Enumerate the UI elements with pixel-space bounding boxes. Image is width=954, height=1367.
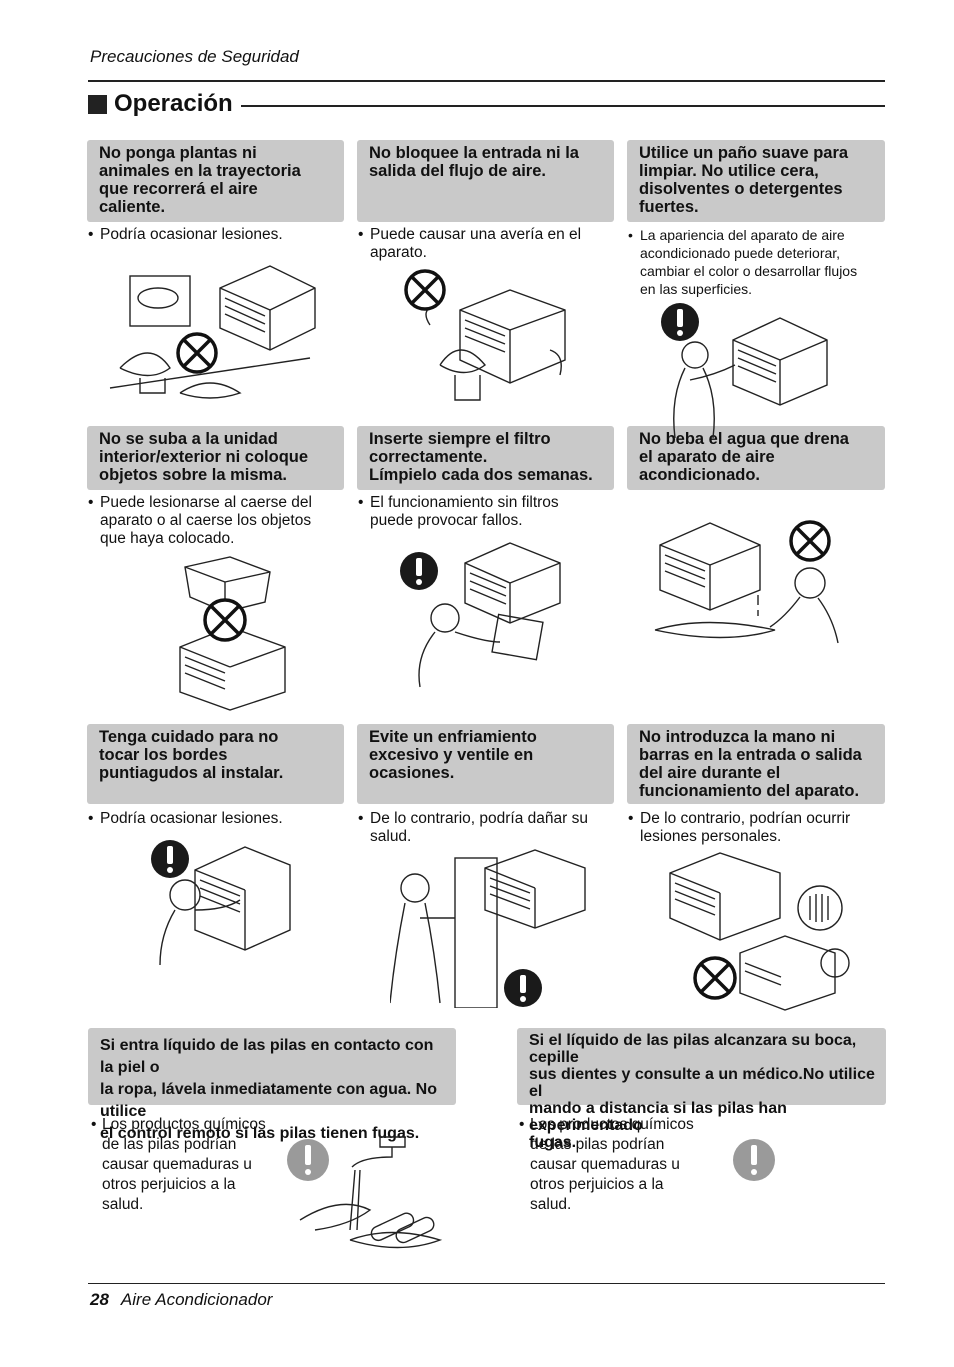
card-3-text: La apariencia del aparato de aireacondic… [628,226,884,298]
caution-icon [287,1139,329,1181]
section-title: Operación [114,90,233,117]
filter-insert-illustration [400,542,561,688]
running-header: Precauciones de Seguridad [90,47,299,66]
sharp-edges-illustration [151,840,291,966]
section-heading: Operación [88,90,885,118]
footer-title: Aire Acondicionador [120,1290,273,1309]
prohibited-icon [404,269,446,311]
section-rule [240,105,885,107]
caution-icon [504,969,542,1007]
prohibited-icon [789,520,831,562]
blocked-airflow-illustration [404,269,566,401]
caution-icon [400,552,438,590]
cleaning-cloth-illustration [661,303,828,439]
page-number: 28 [90,1290,109,1309]
prohibited-icon [203,598,247,642]
prohibited-icon [693,956,737,1000]
plant-pet-illustration [109,265,316,399]
battery-mouth-title: Si el líquido de las pilas alcanzara su … [517,1028,886,1151]
hand-in-outlet-illustration [669,852,850,1011]
prohibited-icon [176,332,218,374]
section-square-icon [88,94,107,114]
card-7-text: Podría ocasionar lesiones. [88,810,344,828]
drain-water-illustration [654,520,839,644]
caution-icon [661,303,699,341]
card-1-text: Podría ocasionar lesiones. [88,226,344,244]
washing-hands-illustration [287,1136,443,1249]
caution-icon [733,1139,775,1181]
climbing-unit-illustration [179,556,286,711]
battery-skin-title: Si entra líquido de las pilas en contact… [88,1028,456,1142]
header-rule [88,80,885,82]
caution-icon [151,840,189,878]
card-9-text: De lo contrario, podrían ocurrirlesiones… [628,810,884,846]
ventilation-illustration [390,849,586,1008]
footer-rule [88,1283,885,1284]
page-footer: 28 Aire Acondicionador [90,1290,272,1310]
